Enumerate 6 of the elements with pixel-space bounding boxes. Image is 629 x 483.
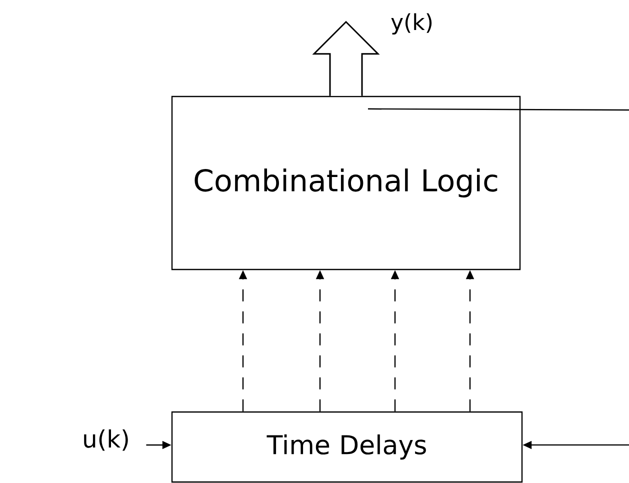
process-box: Combinational Logic (171, 96, 521, 270)
input-label: u(k) (84, 429, 128, 451)
output-arrow (312, 20, 380, 97)
feedback-line (368, 108, 629, 111)
output-label: y(k) (391, 13, 432, 35)
process-box: Time Delays (171, 411, 523, 483)
